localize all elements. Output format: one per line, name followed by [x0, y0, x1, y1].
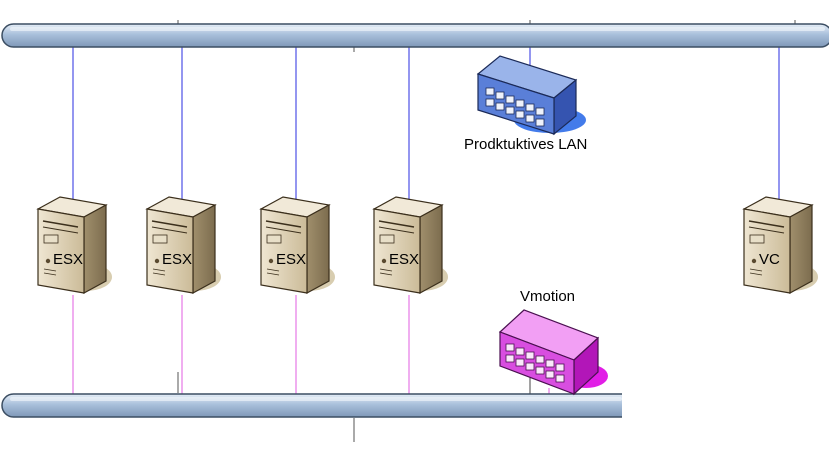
server-vc-label: VC: [759, 251, 780, 268]
server-esx-4-label: ESX: [389, 251, 419, 268]
servers: ESX ESX ESX ESX VC: [36, 196, 818, 295]
production-lan-links: [72, 46, 780, 205]
production-lan-label: Prodktuktives LAN: [464, 136, 587, 153]
production-lan-switch: [476, 55, 586, 136]
vmotion-links: [72, 295, 550, 408]
server-esx-2: ESX: [145, 196, 221, 295]
vmotion-bus: [1, 390, 652, 420]
production-lan-bus: [1, 23, 829, 48]
vmotion-label: Vmotion: [520, 288, 575, 305]
server-esx-1: ESX: [36, 196, 112, 295]
server-esx-3-label: ESX: [276, 251, 306, 268]
vmotion-switch: [498, 309, 608, 396]
server-vc: VC: [742, 196, 818, 295]
server-esx-2-label: ESX: [162, 251, 192, 268]
server-esx-3: ESX: [259, 196, 335, 295]
server-esx-4: ESX: [372, 196, 448, 295]
server-esx-1-label: ESX: [53, 251, 83, 268]
